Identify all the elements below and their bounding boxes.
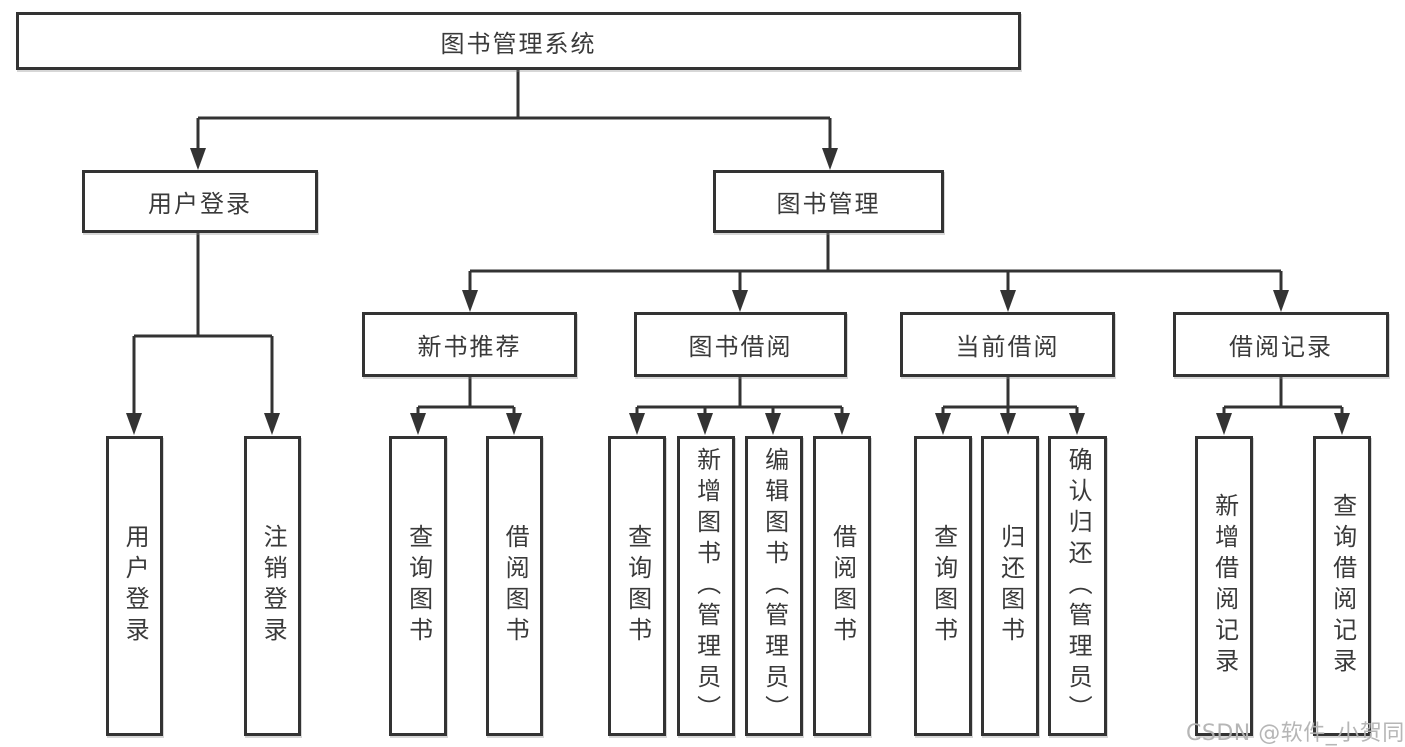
csdn-watermark: CSDN @软件_小贺同学: [1186, 721, 1405, 746]
leaf-query-books-borrow: 查询图书: [608, 436, 666, 736]
leaf-label: 新增借阅记录: [1210, 493, 1239, 679]
leaf-query-borrow-record: 查询借阅记录: [1313, 436, 1371, 736]
leaf-label: 新增图书（管理员）: [692, 446, 721, 726]
node-label: 借阅记录: [1229, 333, 1333, 361]
leaf-add-book-admin: 新增图书（管理员）: [677, 436, 735, 736]
leaf-label: 查询借阅记录: [1328, 493, 1357, 679]
leaf-label: 归还图书: [996, 524, 1025, 648]
leaf-edit-book-admin: 编辑图书（管理员）: [745, 436, 803, 736]
leaf-borrow-books-borrow: 借阅图书: [813, 436, 871, 736]
leaf-label: 确认归还（管理员）: [1064, 446, 1093, 726]
leaf-label: 查询图书: [623, 524, 652, 648]
node-label: 图书管理系统: [440, 29, 597, 58]
leaf-label: 用户登录: [121, 524, 150, 648]
leaf-label: 查询图书: [404, 524, 433, 648]
node-label: 新书推荐: [417, 333, 522, 361]
leaf-user-login: 用户登录: [106, 436, 163, 736]
node-label: 用户登录: [148, 190, 252, 218]
leaf-label: 编辑图书（管理员）: [760, 446, 789, 726]
node-new-book-recommend: 新书推荐: [362, 312, 577, 377]
node-label: 图书管理: [776, 190, 881, 218]
leaf-borrow-books-recommend: 借阅图书: [486, 436, 543, 736]
leaf-return-book: 归还图书: [981, 436, 1039, 736]
node-label: 当前借阅: [955, 333, 1060, 361]
node-book-borrow: 图书借阅: [634, 312, 847, 377]
leaf-label: 查询图书: [929, 524, 958, 648]
leaf-query-books-recommend: 查询图书: [389, 436, 447, 736]
leaf-query-books-current: 查询图书: [914, 436, 972, 736]
leaf-label: 注销登录: [259, 524, 288, 648]
leaf-label: 借阅图书: [828, 524, 857, 648]
node-label: 图书借阅: [688, 333, 793, 361]
node-borrow-records: 借阅记录: [1173, 312, 1389, 377]
leaf-confirm-return-admin: 确认归还（管理员）: [1048, 436, 1107, 736]
node-library-system: 图书管理系统: [16, 12, 1021, 70]
node-current-borrow: 当前借阅: [900, 312, 1115, 377]
node-user-login: 用户登录: [82, 170, 318, 233]
node-book-management: 图书管理: [713, 170, 944, 233]
leaf-logout: 注销登录: [244, 436, 301, 736]
leaf-add-borrow-record: 新增借阅记录: [1195, 436, 1253, 736]
leaf-label: 借阅图书: [501, 524, 530, 648]
